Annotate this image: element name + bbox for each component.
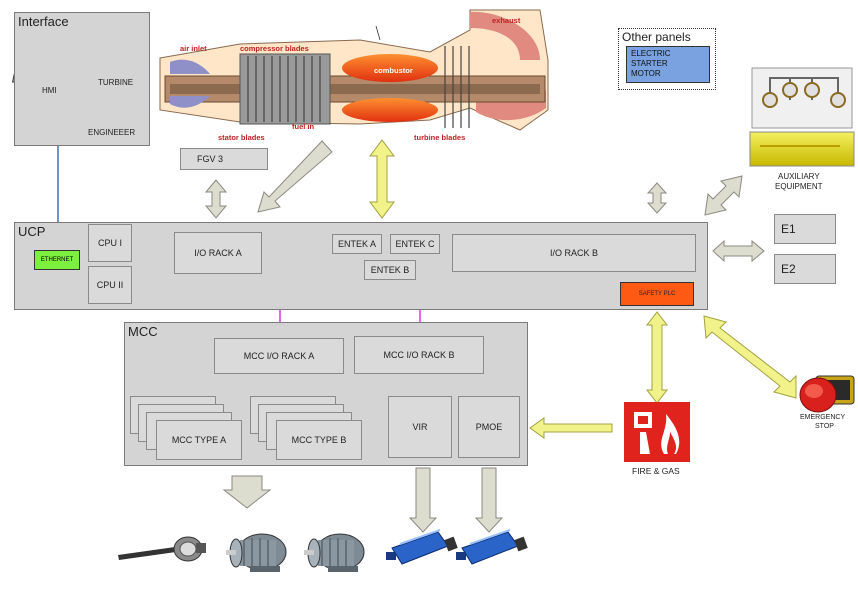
entek-b-box[interactable]: ENTEK B <box>364 260 416 280</box>
compressor-blades-label: compressor blades <box>240 44 309 53</box>
turbine-label: TURBINE <box>98 78 134 87</box>
mcc-down-arrow <box>222 475 272 509</box>
fire-gas-image <box>624 402 690 462</box>
pmoe-down-arrow <box>474 467 504 533</box>
e2-box[interactable]: E2 <box>774 254 836 284</box>
emergency-stop-label-2: STOP <box>815 423 834 430</box>
safety-fire-arrow <box>645 311 669 404</box>
valve-actuator-blue-b-image <box>456 529 528 565</box>
auxiliary-label-2: EQUIPMENT <box>775 182 823 191</box>
electric-motor-b-image <box>304 533 365 572</box>
e-panel-arrow <box>712 239 765 263</box>
vir-box[interactable]: VIR <box>388 396 452 458</box>
exhaust-label: exhaust <box>492 16 521 25</box>
esm-line-3: MOTOR <box>631 69 661 78</box>
io-rack-a-box[interactable]: I/O RACK A <box>174 232 262 274</box>
mcc-type-a-box[interactable]: MCC TYPE A <box>156 420 242 460</box>
e1-box[interactable]: E1 <box>774 214 836 244</box>
interface-panel <box>14 12 150 146</box>
grey-arrows <box>204 140 765 533</box>
fire-gas-label: FIRE & GAS <box>632 466 680 476</box>
io-rack-b-box[interactable]: I/O RACK B <box>452 234 696 272</box>
hmi-label: HMI <box>42 86 57 95</box>
mcc-io-rack-b-box[interactable]: MCC I/O RACK B <box>354 336 484 374</box>
mcc-io-rack-a-box[interactable]: MCC I/O RACK A <box>214 338 344 374</box>
fuel-in-label: fuel in <box>292 122 315 131</box>
aux-diagonal-arrow <box>704 175 743 216</box>
other-panels-group <box>618 28 716 90</box>
esm-line-2: STARTER <box>631 59 668 68</box>
turbine-ucp-arrow <box>369 139 395 219</box>
other-panels-title: Other panels <box>622 30 691 44</box>
actuator-valve-image <box>118 536 206 562</box>
entek-c-box[interactable]: ENTEK C <box>390 234 440 254</box>
turbine-blades-label: turbine blades <box>414 133 466 142</box>
electric-motor-a-image <box>226 533 287 572</box>
entek-a-box[interactable]: ENTEK A <box>332 234 382 254</box>
turbine-down-arrow <box>257 140 333 213</box>
yellow-arrows <box>369 139 797 439</box>
valve-actuator-blue-a-image <box>386 529 458 565</box>
emergency-stop-image <box>799 375 855 413</box>
emergency-stop-label-1: EMERGENCY <box>800 414 846 421</box>
estop-arrow <box>703 315 797 399</box>
interface-title: Interface <box>18 14 69 29</box>
air-inlet-label: air inlet <box>180 44 207 53</box>
esm-line-1: ELECTRIC <box>631 49 671 58</box>
fire-pmoe-arrow <box>529 417 613 439</box>
gas-turbine-image <box>159 9 549 131</box>
engineer-label: ENGINEEER <box>88 128 136 137</box>
mcc-type-b-box[interactable]: MCC TYPE B <box>276 420 362 460</box>
ucp-title: UCP <box>18 224 46 239</box>
vir-down-arrow <box>408 467 438 533</box>
fgv-link-arrow <box>204 179 228 219</box>
auxiliary-label-1: AUXILIARY <box>778 172 820 181</box>
cpu1-box[interactable]: CPU I <box>88 224 132 262</box>
aux-vertical-arrow <box>646 182 668 214</box>
mcc-title: MCC <box>128 324 158 339</box>
ethernet-box[interactable]: ETHERNET <box>34 250 80 270</box>
cpu2-box[interactable]: CPU II <box>88 266 132 304</box>
safety-plc-box[interactable]: SAFETY PLC <box>620 282 694 306</box>
stator-blades-label: stator blades <box>218 133 265 142</box>
fgv3-box[interactable]: FGV 3 <box>180 148 268 170</box>
combustor-label: combustor <box>374 66 413 75</box>
electric-starter-motor-box[interactable]: ELECTRIC STARTER MOTOR <box>626 46 710 83</box>
pmoe-box[interactable]: PMOE <box>458 396 520 458</box>
auxiliary-equipment-image <box>749 67 855 167</box>
